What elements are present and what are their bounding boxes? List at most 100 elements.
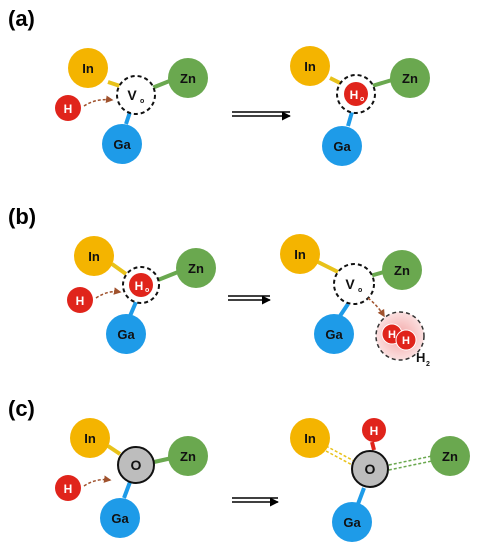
indium-label: In bbox=[304, 59, 316, 74]
hydrogen-label: H bbox=[64, 102, 73, 116]
bond-in bbox=[110, 262, 128, 276]
migration-arrow bbox=[83, 475, 112, 487]
panel-c-product: In Zn Ga O H bbox=[290, 418, 470, 542]
hydrogen-label: H bbox=[76, 294, 85, 308]
zinc-label: Zn bbox=[180, 449, 196, 464]
hydrogen-atom bbox=[55, 95, 81, 121]
migration-arrow bbox=[83, 95, 114, 107]
zinc-label: Zn bbox=[402, 71, 418, 86]
hydrogen-atom bbox=[55, 475, 81, 501]
zinc-atom bbox=[430, 436, 470, 476]
zinc-atom bbox=[176, 248, 216, 288]
bond-ga bbox=[338, 302, 350, 318]
panel-a-reactant: In Zn Ga V o H bbox=[55, 48, 208, 164]
panel-b-product: In Zn Ga V o H H H 2 bbox=[280, 234, 430, 368]
substitutional-hydrogen bbox=[344, 82, 368, 106]
indium-label: In bbox=[82, 61, 94, 76]
oxygen-vacancy bbox=[116, 75, 156, 115]
panel-a-label: (a) bbox=[8, 6, 35, 31]
indium-label: In bbox=[304, 431, 316, 446]
zinc-atom bbox=[390, 58, 430, 98]
hydrogen-label: H bbox=[402, 335, 410, 347]
gallium-label: Ga bbox=[111, 511, 129, 526]
weakened-bond-in bbox=[325, 445, 357, 463]
bond-in bbox=[107, 80, 121, 88]
panel-c: (c) In Zn Ga O H bbox=[8, 396, 470, 542]
hydrogen-label: H bbox=[64, 482, 73, 496]
panel-c-label: (c) bbox=[8, 396, 35, 421]
zinc-label: Zn bbox=[442, 449, 458, 464]
vacancy-label: V bbox=[127, 87, 137, 103]
weakened-bond-zn bbox=[383, 455, 433, 467]
h2-label: H bbox=[416, 350, 425, 365]
vacancy-label: V bbox=[345, 276, 355, 292]
hydrogen-atom bbox=[362, 418, 386, 442]
bond-in bbox=[317, 260, 339, 274]
hydrogen-label: H bbox=[388, 329, 396, 341]
gallium-atom bbox=[332, 502, 372, 542]
oxygen-label: O bbox=[131, 457, 142, 473]
indium-label: In bbox=[294, 247, 306, 262]
gallium-label: Ga bbox=[117, 327, 135, 342]
panel-a-product: In Zn Ga H o bbox=[290, 46, 430, 166]
ho-label: H bbox=[135, 279, 144, 293]
hydrogen-atom bbox=[67, 287, 93, 313]
indium-atom bbox=[70, 418, 110, 458]
gallium-label: Ga bbox=[333, 139, 351, 154]
bond-zn bbox=[157, 270, 179, 282]
vacancy-subscript: o bbox=[358, 287, 362, 294]
oxygen-label: O bbox=[365, 461, 376, 477]
vacancy-subscript: o bbox=[140, 98, 144, 105]
zinc-label: Zn bbox=[394, 263, 410, 278]
weakened-bond-zn-line2 bbox=[383, 460, 433, 472]
gallium-atom bbox=[100, 498, 140, 538]
oxygen-vacancy bbox=[333, 263, 375, 305]
panel-c-reactant: In Zn Ga O H bbox=[55, 418, 208, 538]
gallium-atom bbox=[322, 126, 362, 166]
indium-atom bbox=[290, 46, 330, 86]
panel-b-reactant: In Zn Ga H o H bbox=[67, 236, 216, 354]
gallium-atom bbox=[102, 124, 142, 164]
gallium-label: Ga bbox=[113, 137, 131, 152]
bond-ga bbox=[356, 487, 366, 505]
hydrogen-label: H bbox=[370, 424, 379, 438]
desorption-arrow bbox=[367, 297, 385, 318]
ho-subscript: o bbox=[145, 287, 149, 294]
indium-label: In bbox=[84, 431, 96, 446]
hydrogen-atom bbox=[395, 329, 417, 351]
panel-a: (a) In Zn Ga V o H In bbox=[8, 6, 430, 166]
zinc-label: Zn bbox=[180, 71, 196, 86]
ho-label: H bbox=[350, 88, 359, 102]
bond-zn bbox=[371, 78, 393, 88]
zinc-atom bbox=[168, 436, 208, 476]
bond-in bbox=[106, 444, 122, 456]
panel-b: (b) In Zn Ga H o H In bbox=[8, 204, 430, 368]
indium-atom bbox=[68, 48, 108, 88]
bond-zn bbox=[369, 270, 385, 278]
bond-ga bbox=[124, 111, 132, 125]
gallium-label: Ga bbox=[343, 515, 361, 530]
panel-b-label: (b) bbox=[8, 204, 36, 229]
indium-atom bbox=[280, 234, 320, 274]
bond-ga bbox=[128, 301, 138, 317]
indium-atom bbox=[290, 418, 330, 458]
zinc-label: Zn bbox=[188, 261, 204, 276]
gallium-label: Ga bbox=[325, 327, 343, 342]
bond-ga bbox=[346, 111, 354, 127]
zinc-atom bbox=[382, 250, 422, 290]
gallium-atom bbox=[314, 314, 354, 354]
substitutional-hydrogen bbox=[129, 273, 153, 297]
bond-ga bbox=[122, 481, 132, 499]
oxygen-atom bbox=[117, 446, 155, 484]
gallium-atom bbox=[106, 314, 146, 354]
h2-subscript: 2 bbox=[426, 361, 430, 368]
weakened-bond-in-line2 bbox=[325, 450, 357, 468]
zinc-atom bbox=[168, 58, 208, 98]
bond-oh bbox=[370, 441, 376, 451]
oxygen-atom bbox=[351, 450, 389, 488]
indium-atom bbox=[74, 236, 114, 276]
migration-arrow bbox=[95, 287, 122, 299]
indium-label: In bbox=[88, 249, 100, 264]
ho-subscript: o bbox=[360, 96, 364, 103]
